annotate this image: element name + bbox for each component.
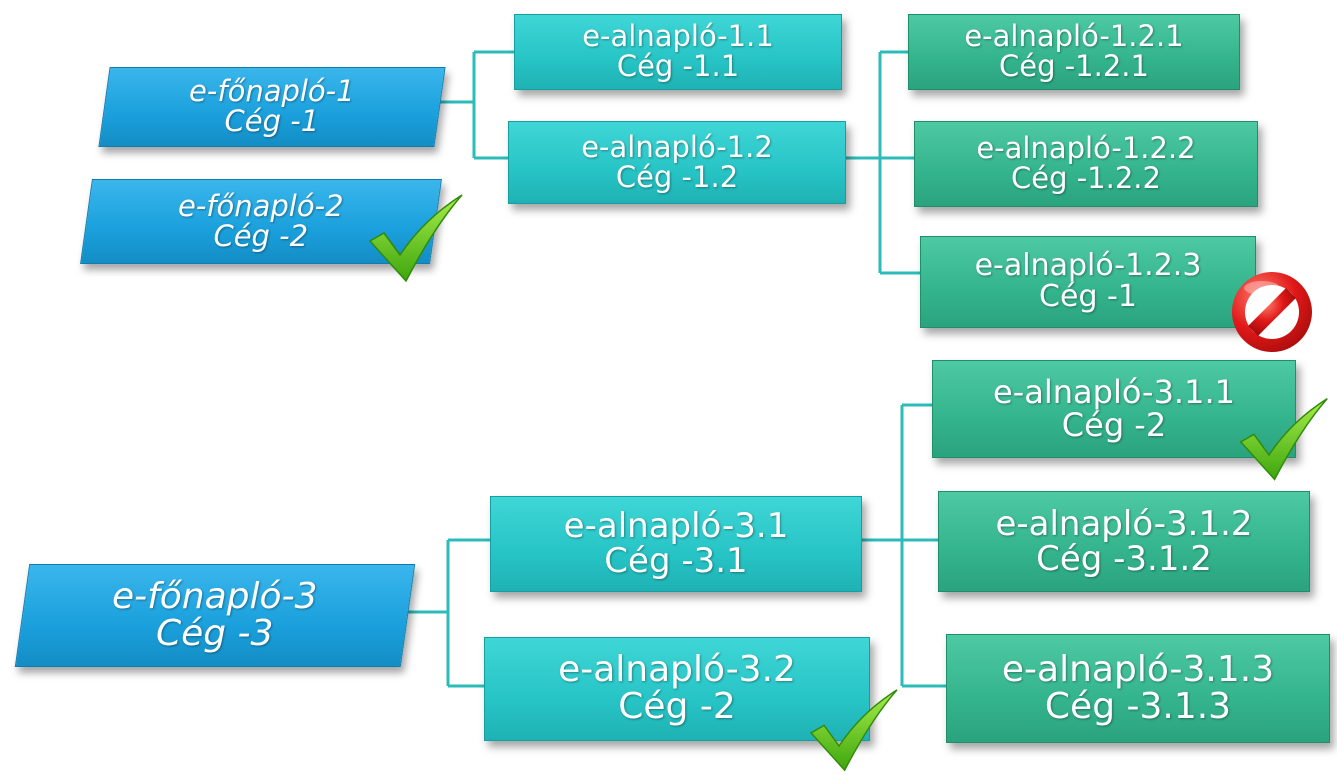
sub-journal-3-1-1-company: Cég -2 bbox=[1061, 406, 1167, 444]
main-journal-2-title: e-főnapló-2 bbox=[178, 188, 344, 223]
sub-journal-3-1-company: Cég -3.1 bbox=[604, 541, 748, 581]
main-journal-3-company: Cég -3 bbox=[156, 612, 274, 654]
main-journal-3: e-főnapló-3 Cég -3 bbox=[14, 564, 416, 667]
sub-journal-3-1-2-title: e-alnapló-3.1.2 bbox=[995, 503, 1253, 544]
sub-journal-3-1-3: e-alnapló-3.1.3 Cég -3.1.3 bbox=[946, 634, 1330, 743]
sub-journal-3-1-3-company: Cég -3.1.3 bbox=[1044, 685, 1232, 727]
sub-journal-3-2: e-alnapló-3.2 Cég -2 bbox=[484, 637, 870, 741]
sub-journal-1-1-company: Cég -1.1 bbox=[616, 49, 740, 83]
forbidden-icon bbox=[1232, 272, 1312, 352]
sub-journal-1-2-3-title: e-alnapló-1.2.3 bbox=[974, 248, 1202, 284]
check-icon bbox=[368, 194, 463, 283]
sub-journal-3-1: e-alnapló-3.1 Cég -3.1 bbox=[490, 496, 862, 592]
sub-journal-1-2-2: e-alnapló-1.2.2 Cég -1.2.2 bbox=[914, 121, 1258, 207]
check-icon bbox=[809, 689, 898, 772]
sub-journal-3-1-2-company: Cég -3.1.2 bbox=[1036, 538, 1212, 579]
sub-journal-3-1-title: e-alnapló-3.1 bbox=[563, 506, 789, 547]
sub-journal-1-2-1-title: e-alnapló-1.2.1 bbox=[964, 19, 1184, 54]
sub-journal-3-2-title: e-alnapló-3.2 bbox=[558, 649, 796, 691]
sub-journal-1-2-2-company: Cég -1.2.2 bbox=[1011, 161, 1161, 195]
sub-journal-1-2-title: e-alnapló-1.2 bbox=[581, 129, 773, 164]
connector-sub12 bbox=[846, 50, 920, 275]
main-journal-1-title: e-főnapló-1 bbox=[189, 74, 355, 109]
sub-journal-3-1-2: e-alnapló-3.1.2 Cég -3.1.2 bbox=[938, 491, 1310, 592]
connector-main1 bbox=[440, 50, 514, 160]
sub-journal-1-2-1-company: Cég -1.2.1 bbox=[999, 49, 1149, 83]
main-journal-1: e-főnapló-1 Cég -1 bbox=[98, 67, 446, 147]
check-icon bbox=[1239, 398, 1328, 481]
connector-main3 bbox=[408, 538, 490, 688]
sub-journal-1-2-2-title: e-alnapló-1.2.2 bbox=[976, 131, 1196, 166]
sub-journal-3-2-company: Cég -2 bbox=[618, 686, 736, 727]
sub-journal-3-1-1-title: e-alnapló-3.1.1 bbox=[993, 373, 1235, 412]
sub-journal-1-2-3: e-alnapló-1.2.3 Cég -1 bbox=[920, 236, 1256, 328]
connector-sub31 bbox=[862, 403, 946, 688]
sub-journal-1-1-title: e-alnapló-1.1 bbox=[582, 19, 774, 54]
sub-journal-3-1-1: e-alnapló-3.1.1 Cég -2 bbox=[932, 360, 1296, 458]
main-journal-2-company: Cég -2 bbox=[213, 218, 309, 253]
sub-journal-3-1-3-title: e-alnapló-3.1.3 bbox=[1001, 648, 1275, 690]
main-journal-3-title: e-főnapló-3 bbox=[112, 575, 318, 617]
sub-journal-1-1: e-alnapló-1.1 Cég -1.1 bbox=[514, 14, 842, 90]
sub-journal-1-2: e-alnapló-1.2 Cég -1.2 bbox=[508, 121, 846, 204]
sub-journal-1-2-company: Cég -1.2 bbox=[615, 159, 739, 194]
sub-journal-1-2-1: e-alnapló-1.2.1 Cég -1.2.1 bbox=[908, 14, 1240, 90]
sub-journal-1-2-3-company: Cég -1 bbox=[1039, 279, 1137, 314]
main-journal-1-company: Cég -1 bbox=[224, 104, 320, 138]
